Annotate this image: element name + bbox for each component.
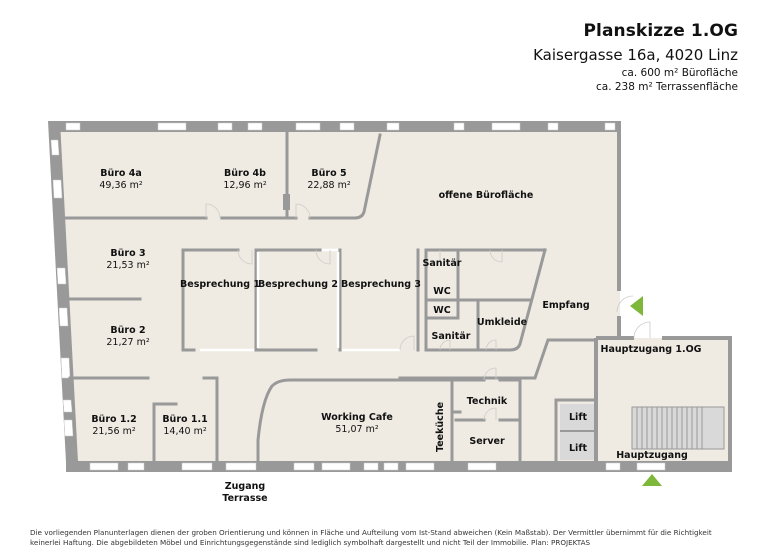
entrance-arrow-icon (630, 296, 643, 316)
room-besprechung-3: Besprechung 3 (341, 279, 421, 291)
room-size: 21,27 m² (106, 337, 150, 348)
bottom-wall (66, 461, 732, 472)
room-besprechung-2: Besprechung 2 (258, 279, 338, 291)
door-swings (205, 203, 651, 421)
room-name: Hauptzugang 1.OG (600, 344, 702, 355)
room-name: offene Bürofläche (438, 190, 534, 201)
room-working-cafe: Working Cafe 51,07 m² (321, 412, 393, 436)
room-name: Büro 4b (224, 168, 266, 179)
right-wall-upper (617, 121, 621, 291)
room-offene-buerflaeche: offene Bürofläche (439, 190, 534, 202)
room-name: Umkleide (476, 317, 528, 328)
pillar (283, 194, 290, 210)
room-buero-2: Büro 2 21,27 m² (106, 325, 149, 349)
terrace-area: ca. 238 m² Terrassenfläche (595, 81, 738, 93)
bottom-windows (89, 462, 666, 471)
glass-partitions (200, 248, 400, 352)
disclaimer-line-1: Die vorliegenden Planunterlagen dienen d… (30, 528, 712, 537)
room-hauptzugang-1og: Hauptzugang 1.OG (601, 344, 702, 356)
terrasse-line: Terrasse (222, 493, 268, 504)
room-size: 21,53 m² (106, 260, 150, 271)
room-name: Büro 2 (110, 325, 146, 336)
room-lift-2: Lift (569, 443, 587, 455)
room-name: Büro 4a (100, 168, 142, 179)
plan-header: Planskizze 1.OG Kaisergasse 16a, 4020 Li… (533, 20, 738, 94)
zugang-terrasse-label: Zugang Terrasse (222, 481, 267, 505)
room-lift-1: Lift (569, 412, 587, 424)
room-name: Besprechung 2 (258, 279, 338, 290)
room-buero-1-2: Büro 1.2 21,56 m² (91, 414, 136, 438)
room-wc-2: WC (433, 305, 450, 317)
room-name: Working Cafe (321, 412, 393, 423)
room-name: Technik (466, 396, 508, 407)
room-name: Server (469, 436, 505, 447)
office-area: ca. 600 m² Bürofläche (621, 67, 738, 79)
room-name: Besprechung 3 (341, 279, 421, 290)
room-name: Sanitär (422, 258, 462, 269)
room-umkleide: Umkleide (477, 317, 527, 329)
room-name: Hauptzugang (616, 450, 688, 461)
zugang-line: Zugang (224, 481, 266, 492)
right-wall-lower (617, 316, 621, 338)
room-size: 49,36 m² (99, 180, 143, 191)
disclaimer-line-2: keinerlei Haftung. Die abgebildeten Möbe… (30, 538, 591, 547)
room-wc-1: WC (433, 286, 450, 298)
stairs-icon (631, 406, 725, 450)
room-buero-4a: Büro 4a 49,36 m² (99, 168, 142, 192)
interior-walls (62, 130, 598, 463)
lift-2-shape (560, 432, 594, 460)
room-name: Teeküche (435, 401, 446, 452)
disclaimer: Die vorliegenden Planunterlagen dienen d… (30, 528, 750, 548)
room-name: Büro 3 (110, 248, 146, 259)
room-buero-4b: Büro 4b 12,96 m² (223, 168, 266, 192)
room-buero-5: Büro 5 22,88 m² (307, 168, 350, 192)
room-server: Server (469, 436, 504, 448)
room-size: 14,40 m² (163, 426, 207, 437)
room-name: WC (433, 305, 451, 316)
room-name: Sanitär (431, 331, 471, 342)
room-buero-3: Büro 3 21,53 m² (106, 248, 149, 272)
room-name: Lift (569, 443, 587, 454)
room-name: Büro 1.2 (91, 414, 137, 425)
room-sanitaer-1: Sanitär (423, 258, 462, 270)
room-size: 51,07 m² (335, 424, 379, 435)
room-technik: Technik (467, 396, 507, 408)
main-entrance-arrow-icon (642, 474, 662, 486)
lift-1-shape (560, 404, 594, 430)
room-name: WC (433, 286, 451, 297)
room-besprechung-1: Besprechung 1 (180, 279, 260, 291)
plan-title: Planskizze 1.OG (583, 21, 738, 41)
room-empfang: Empfang (542, 300, 589, 312)
room-teekueche: Teeküche (435, 402, 447, 452)
top-wall (50, 121, 620, 132)
room-name: Büro 5 (311, 168, 347, 179)
room-name: Büro 1.1 (162, 414, 208, 425)
entrance-walls (594, 336, 732, 464)
room-size: 12,96 m² (223, 180, 267, 191)
room-sanitaer-2: Sanitär (432, 331, 471, 343)
room-name: Lift (569, 412, 587, 423)
room-name: Besprechung 1 (180, 279, 260, 290)
room-hauptzugang: Hauptzugang (616, 450, 688, 462)
address: Kaisergasse 16a, 4020 Linz (533, 46, 738, 64)
room-name: Empfang (542, 300, 590, 311)
room-size: 22,88 m² (307, 180, 351, 191)
top-windows (65, 122, 616, 131)
room-buero-1-1: Büro 1.1 14,40 m² (162, 414, 207, 438)
room-size: 21,56 m² (92, 426, 136, 437)
left-windows (50, 139, 74, 437)
